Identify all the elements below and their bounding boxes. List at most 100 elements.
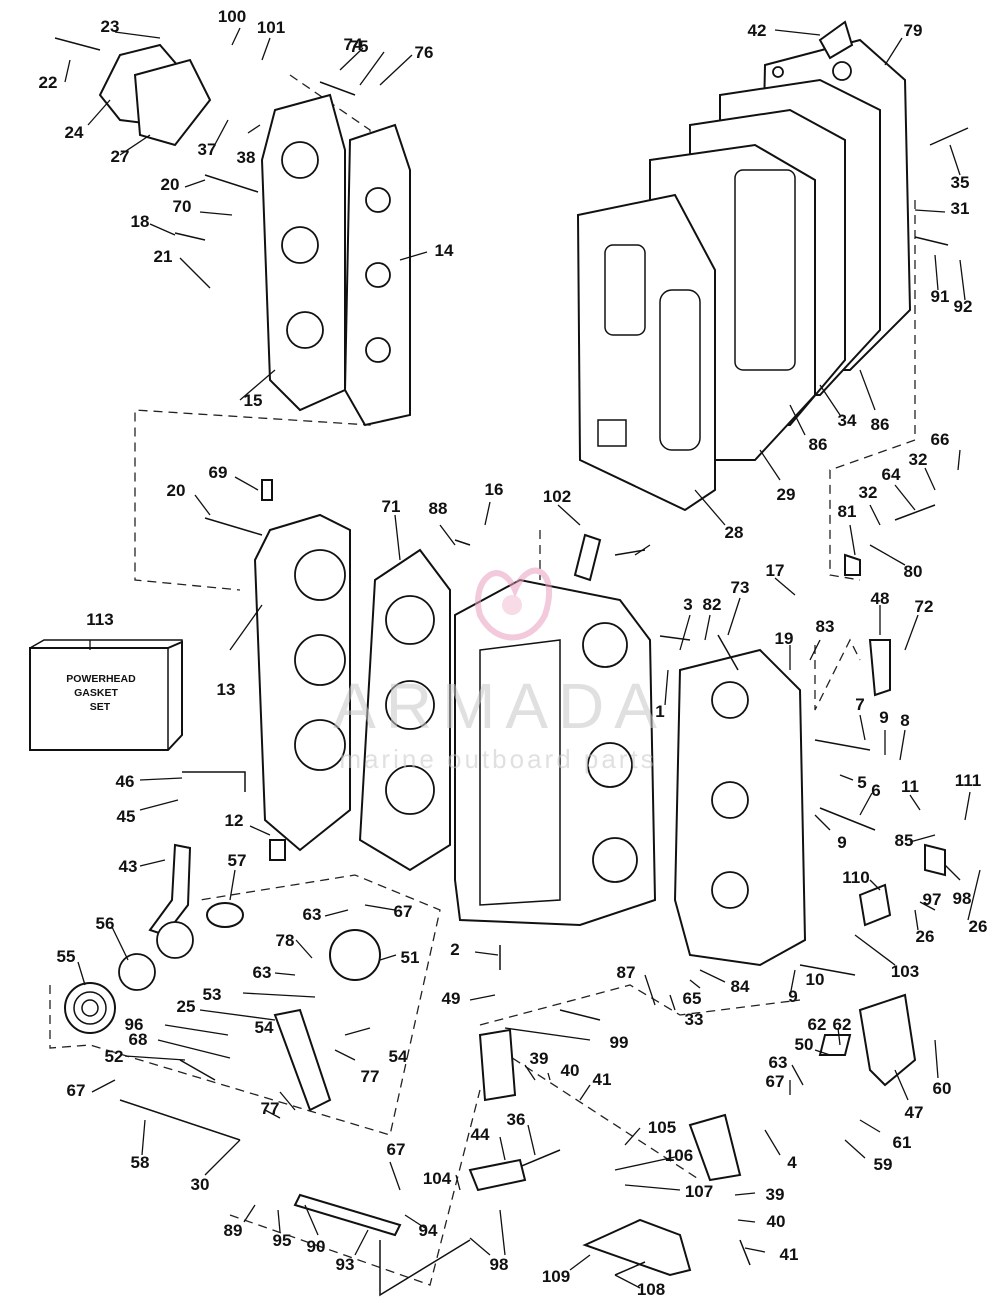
callout-68: 68: [129, 1030, 148, 1049]
callout-84: 84: [731, 977, 750, 996]
callout-43: 43: [119, 857, 138, 876]
callout-50: 50: [795, 1035, 814, 1054]
callout-57: 57: [228, 851, 247, 870]
callout-34: 34: [838, 411, 857, 430]
cover-plate-and-gasket: [98, 43, 212, 147]
callout-88: 88: [429, 499, 448, 518]
callout-106: 106: [665, 1146, 693, 1165]
callout-104: 104: [423, 1169, 452, 1188]
callout-98: 98: [953, 889, 972, 908]
callout-63: 63: [769, 1053, 788, 1072]
callout-81: 81: [838, 502, 857, 521]
callout-96: 96: [125, 1015, 144, 1034]
callout-72: 72: [915, 597, 934, 616]
watermark-logo: ARMADA marine outboard parts: [333, 567, 657, 774]
callout-82: 82: [703, 595, 722, 614]
callout-20: 20: [161, 175, 180, 194]
callout-79: 79: [904, 21, 923, 40]
callout-86: 86: [809, 435, 828, 454]
callout-61: 61: [893, 1133, 912, 1152]
callout-92: 92: [954, 297, 973, 316]
callout-21: 21: [154, 247, 173, 266]
callout-71: 71: [382, 497, 401, 516]
gasket-set-line-1: POWERHEAD: [66, 673, 136, 685]
callout-89: 89: [224, 1221, 243, 1240]
callout-13: 13: [217, 680, 236, 699]
callout-69: 69: [209, 463, 228, 482]
callout-67: 67: [387, 1140, 406, 1159]
callout-54: 54: [255, 1018, 274, 1037]
callout-45: 45: [117, 807, 136, 826]
callout-2: 2: [450, 940, 459, 959]
callout-93: 93: [336, 1255, 355, 1274]
callout-leaders: [64, 27, 981, 1289]
cylinder-block-cover: [253, 513, 351, 852]
callout-83: 83: [816, 617, 835, 636]
gasket-set-line-2: GASKET: [74, 687, 118, 699]
callout-90: 90: [307, 1237, 326, 1256]
throttle-linkage-parts: [64, 479, 946, 1297]
callout-39: 39: [530, 1049, 549, 1068]
callout-76: 76: [415, 43, 434, 62]
callout-24: 24: [65, 123, 84, 142]
callout-56: 56: [96, 914, 115, 933]
callout-46: 46: [116, 772, 135, 791]
callout-29: 29: [777, 485, 796, 504]
callout-66: 66: [931, 430, 950, 449]
callout-40: 40: [767, 1212, 786, 1231]
callout-74: 74: [344, 35, 363, 54]
callout-51: 51: [401, 948, 420, 967]
callout-64: 64: [882, 465, 901, 484]
callout-15: 15: [244, 391, 263, 410]
exhaust-cover-stack: [576, 38, 912, 512]
callout-12: 12: [225, 811, 244, 830]
callout-65: 65: [683, 989, 702, 1008]
callout-75: 75: [350, 37, 369, 56]
callout-35: 35: [951, 173, 970, 192]
callout-59: 59: [874, 1155, 893, 1174]
callout-77: 77: [261, 1099, 280, 1118]
callout-60: 60: [933, 1079, 952, 1098]
callout-63: 63: [303, 905, 322, 924]
callout-9: 9: [879, 708, 888, 727]
callout-97: 97: [923, 890, 942, 909]
callout-14: 14: [435, 241, 454, 260]
callout-26: 26: [916, 927, 935, 946]
callout-108: 108: [637, 1280, 665, 1299]
callout-47: 47: [905, 1103, 924, 1122]
callout-70: 70: [173, 197, 192, 216]
callout-8: 8: [900, 711, 909, 730]
callout-67: 67: [394, 902, 413, 921]
callout-3: 3: [683, 595, 692, 614]
callout-62: 62: [808, 1015, 827, 1034]
svg-text:marine outboard parts: marine outboard parts: [339, 744, 656, 774]
callout-17: 17: [766, 561, 785, 580]
callout-111: 111: [955, 771, 982, 790]
cylinder-head: [260, 93, 346, 412]
callout-55: 55: [57, 947, 76, 966]
callout-23: 23: [101, 17, 120, 36]
callout-91: 91: [931, 287, 950, 306]
callout-1: 1: [655, 702, 664, 721]
callout-38: 38: [237, 148, 256, 167]
callout-30: 30: [191, 1175, 210, 1194]
callout-28: 28: [725, 523, 744, 542]
callout-10: 10: [806, 970, 825, 989]
callout-33: 33: [685, 1010, 704, 1029]
callout-37: 37: [198, 140, 217, 159]
callout-109: 109: [542, 1267, 570, 1286]
callout-32: 32: [909, 450, 928, 469]
callout-85: 85: [895, 831, 914, 850]
callout-22: 22: [39, 73, 58, 92]
callout-101: 101: [257, 18, 285, 37]
callout-99: 99: [610, 1033, 629, 1052]
callout-94: 94: [419, 1221, 438, 1240]
callout-27: 27: [111, 147, 130, 166]
callout-67: 67: [67, 1081, 86, 1100]
callout-110: 110: [842, 868, 869, 887]
callout-9: 9: [788, 987, 797, 1006]
callout-44: 44: [471, 1125, 490, 1144]
callout-86: 86: [871, 415, 890, 434]
callout-53: 53: [203, 985, 222, 1004]
